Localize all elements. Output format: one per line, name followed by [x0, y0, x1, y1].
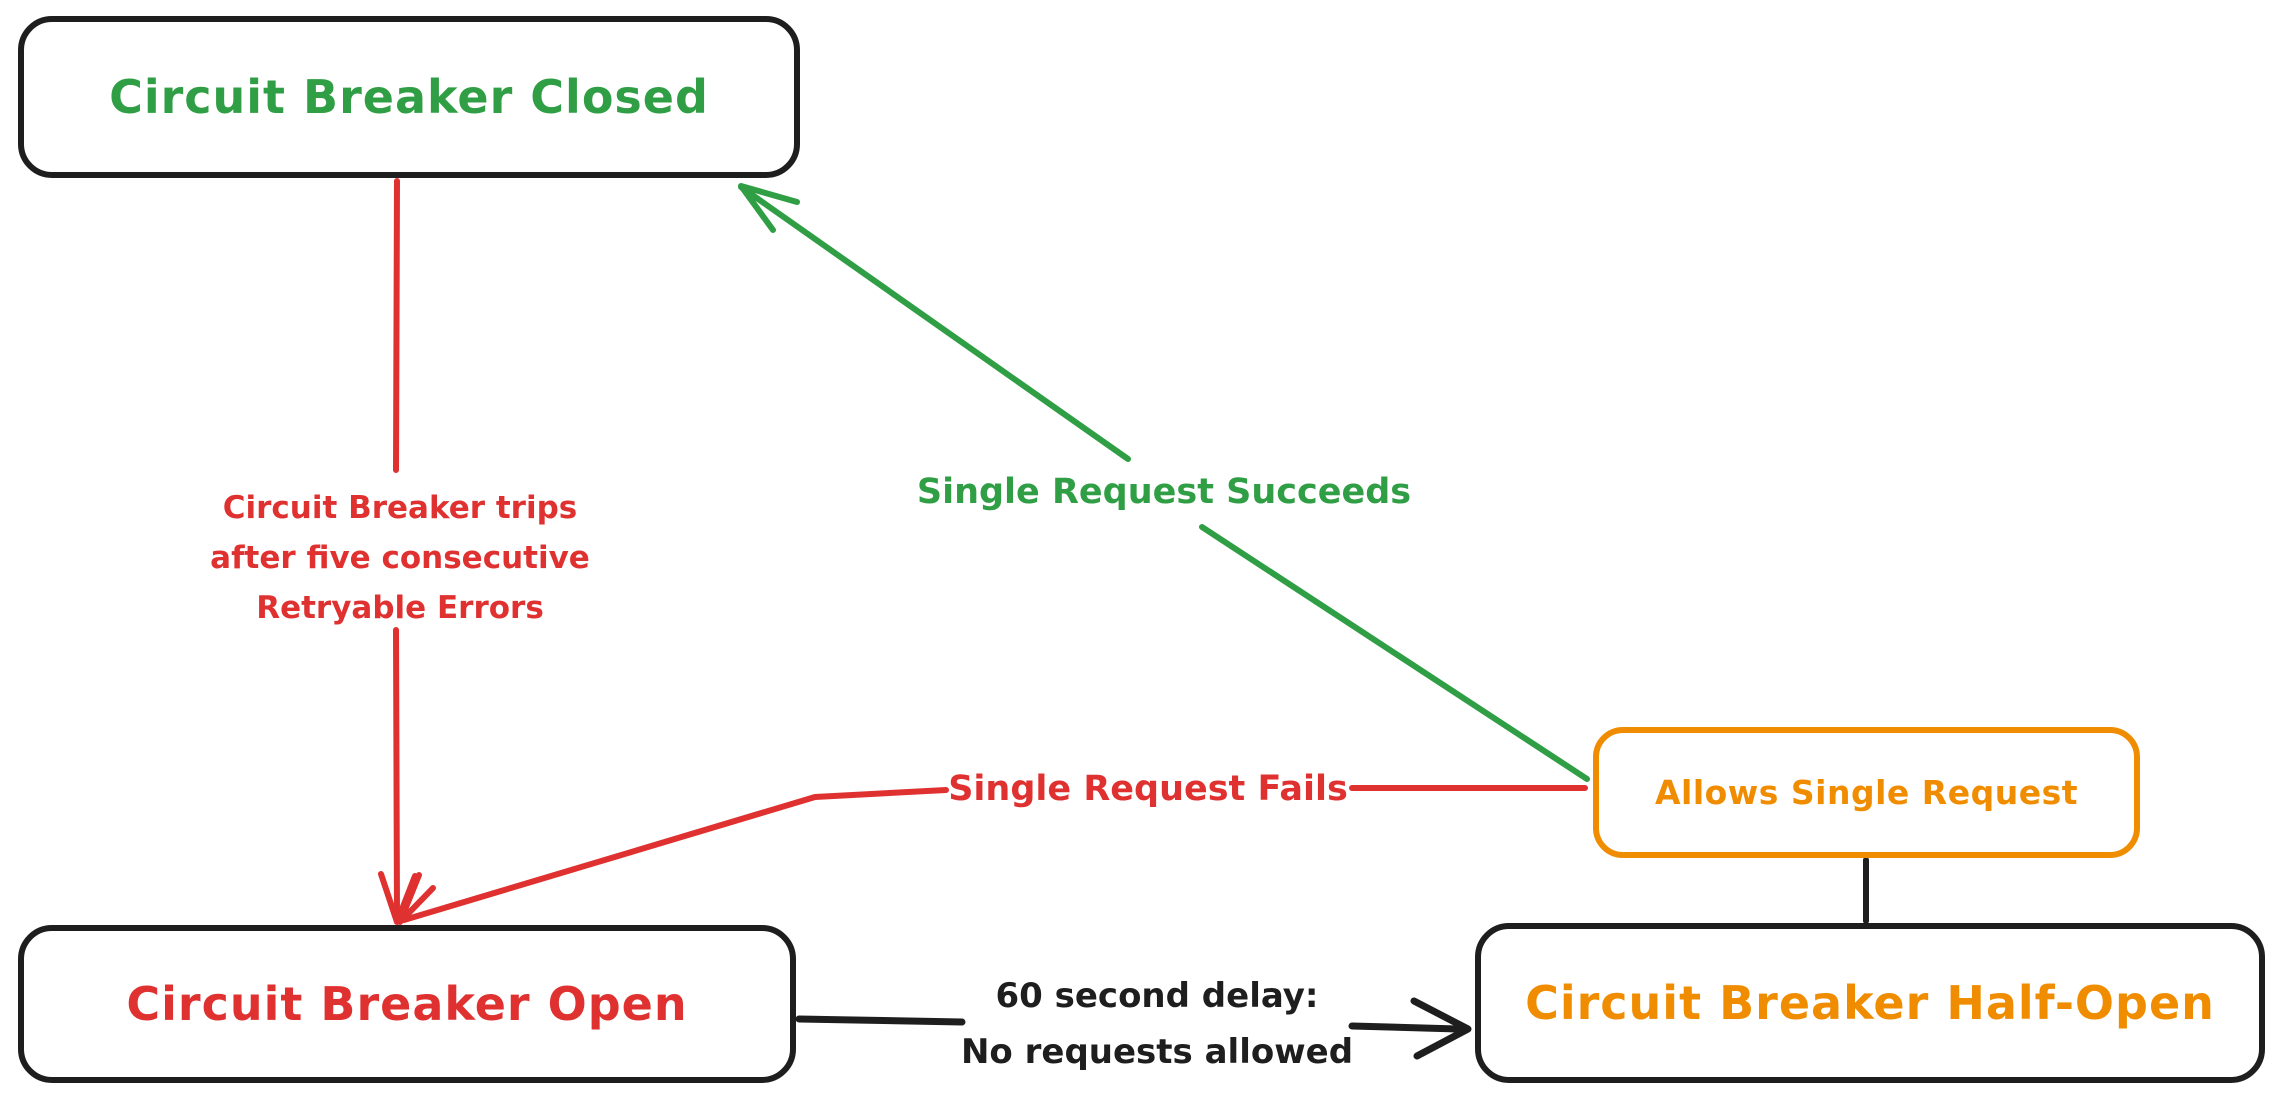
- edge-delay-arrowhead: [1410, 997, 1472, 1060]
- edge-delay-label-line1: 60 second delay:: [995, 976, 1319, 1016]
- edge-delay-segment-right: [1348, 1022, 1462, 1033]
- edge-trips-segment-top: [393, 178, 400, 473]
- edge-delay-label-line2: No requests allowed: [960, 1032, 1354, 1072]
- node-circuit-breaker-closed-label: Circuit Breaker Closed: [109, 70, 709, 124]
- edge-fails-arrow: [397, 785, 1588, 925]
- edge-fails-label: Single Request Fails: [948, 769, 1348, 809]
- edge-trips-label-line3: Retryable Errors: [256, 590, 544, 626]
- edge-succeeds-arrow: [738, 183, 1590, 782]
- edge-trips-label: Circuit Breaker trips after five consecu…: [210, 483, 590, 633]
- edge-delay-arrow: [795, 997, 1472, 1060]
- node-circuit-breaker-open: Circuit Breaker Open: [18, 925, 796, 1083]
- edge-trips-label-line2: after five consecutive: [210, 540, 590, 576]
- node-circuit-breaker-open-label: Circuit Breaker Open: [126, 977, 688, 1031]
- edge-succeeds-arrowhead: [738, 183, 800, 233]
- edge-fails-segment-left: [401, 787, 949, 923]
- edge-succeeds-segment-bottom: [1199, 524, 1590, 782]
- edge-succeeds-segment-top: [738, 184, 1131, 462]
- node-circuit-breaker-half-open: Circuit Breaker Half-Open: [1475, 923, 2265, 1083]
- edge-trips-label-line1: Circuit Breaker trips: [222, 490, 578, 526]
- node-circuit-breaker-half-open-label: Circuit Breaker Half-Open: [1525, 976, 2215, 1030]
- edge-trips-segment-bottom: [393, 627, 400, 921]
- edge-fails-arrowhead: [397, 872, 436, 925]
- node-allows-single-request: Allows Single Request: [1593, 727, 2140, 858]
- edge-delay-label: 60 second delay: No requests allowed: [961, 968, 1353, 1080]
- edge-succeeds-label: Single Request Succeeds: [916, 472, 1412, 512]
- node-circuit-breaker-closed: Circuit Breaker Closed: [18, 16, 800, 178]
- edge-delay-segment-left: [795, 1015, 966, 1026]
- node-allows-single-request-label: Allows Single Request: [1654, 773, 2079, 812]
